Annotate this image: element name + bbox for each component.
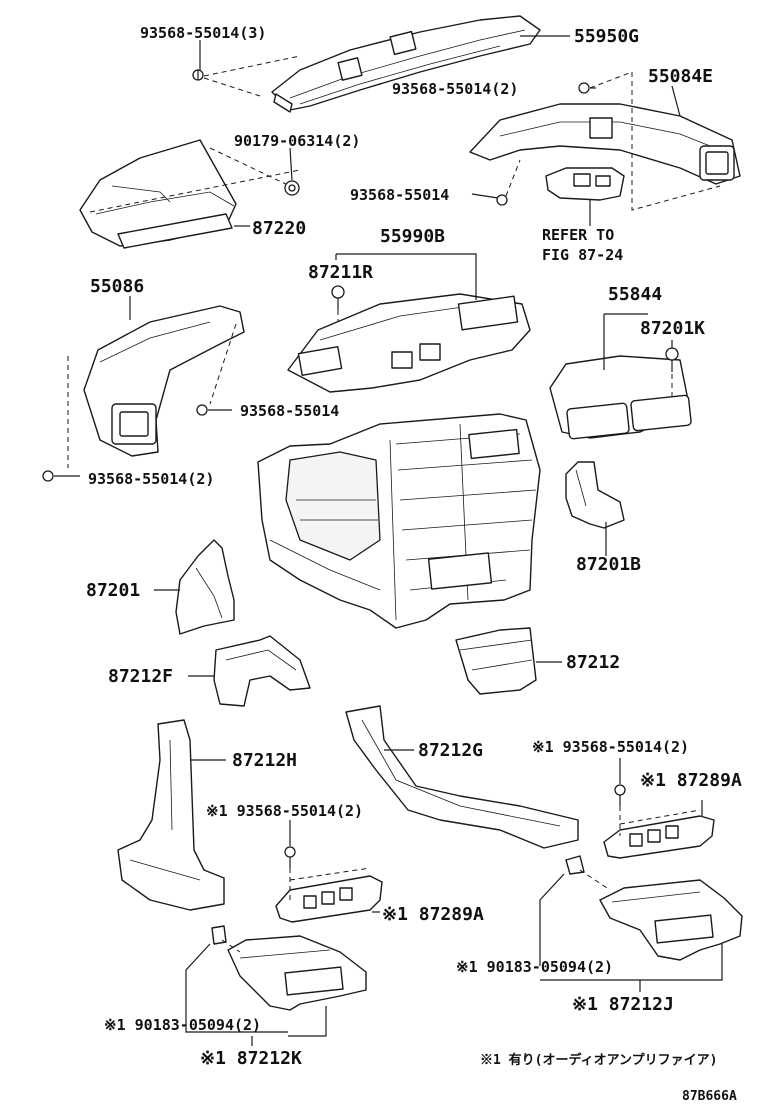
label-55844: 55844 bbox=[608, 284, 662, 305]
label-note-87289a-right: ※1 87289A bbox=[640, 770, 742, 791]
fastener-87201k bbox=[665, 347, 679, 372]
clip-90183-05094-right bbox=[565, 855, 585, 875]
fastener-93568-55014-top-left bbox=[192, 69, 204, 81]
label-90179-06314-2: 90179-06314(2) bbox=[234, 132, 360, 150]
label-55950g: 55950G bbox=[574, 26, 639, 47]
label-87212g: 87212G bbox=[418, 740, 483, 761]
figure-code: 87B666A bbox=[682, 1089, 737, 1104]
fastener-93568-55014-left-lower bbox=[42, 470, 54, 482]
fastener-93568-55014-left-upper bbox=[196, 404, 208, 416]
hvac-unit-drawing bbox=[257, 413, 541, 629]
fastener-90179-06314 bbox=[284, 180, 300, 196]
label-87212: 87212 bbox=[566, 652, 620, 673]
part-55950g-drawing bbox=[271, 15, 541, 113]
label-55990b: 55990B bbox=[380, 226, 445, 247]
label-note-90183-05094-2-right: ※1 90183-05094(2) bbox=[456, 958, 613, 976]
label-87201b: 87201B bbox=[576, 554, 641, 575]
label-note-90183-05094-2-left: ※1 90183-05094(2) bbox=[104, 1016, 261, 1034]
clip-90183-05094-left bbox=[211, 925, 227, 945]
part-87212g-drawing bbox=[345, 705, 579, 849]
part-87212h-drawing bbox=[117, 719, 225, 911]
label-87212f: 87212F bbox=[108, 666, 173, 687]
label-93568-55014-a: 93568-55014 bbox=[350, 186, 449, 204]
label-refer-to-2: FIG 87-24 bbox=[542, 246, 623, 264]
part-87212j-drawing bbox=[599, 879, 743, 961]
part-87201b-drawing bbox=[565, 461, 625, 529]
label-87201k: 87201K bbox=[640, 318, 705, 339]
part-87220-drawing bbox=[79, 139, 237, 249]
label-93568-55014-2-top: 93568-55014(2) bbox=[392, 80, 518, 98]
part-55844-drawing bbox=[549, 355, 692, 440]
label-93568-55014-3: 93568-55014(3) bbox=[140, 24, 266, 42]
part-87289a-right-drawing bbox=[603, 815, 715, 859]
fastener-87211r bbox=[331, 285, 345, 310]
label-note-93568-55014-2-right: ※1 93568-55014(2) bbox=[532, 738, 689, 756]
label-note-93568-55014-2-mid: ※1 93568-55014(2) bbox=[206, 802, 363, 820]
footnote: ※1 有り(オーディオアンプリファイア) bbox=[480, 1052, 718, 1068]
fastener-93568-55014-mid-right bbox=[496, 194, 508, 206]
part-55990b-drawing bbox=[287, 293, 531, 393]
part-55086-drawing bbox=[83, 305, 245, 457]
label-87201: 87201 bbox=[86, 580, 140, 601]
fastener-93568-55014-right-note bbox=[614, 784, 626, 806]
part-87212k-drawing bbox=[227, 935, 367, 1011]
part-87212f-drawing bbox=[213, 635, 311, 707]
label-note-87212k: ※1 87212K bbox=[200, 1048, 302, 1069]
label-refer-to-1: REFER TO bbox=[542, 226, 614, 244]
label-93568-55014-b: 93568-55014 bbox=[240, 402, 339, 420]
part-87289a-mid-drawing bbox=[275, 875, 383, 923]
label-note-87212j: ※1 87212J bbox=[572, 994, 674, 1015]
refer-bracket-drawing bbox=[545, 167, 625, 201]
label-87212h: 87212H bbox=[232, 750, 297, 771]
part-87201-drawing bbox=[175, 539, 235, 635]
label-87211r: 87211R bbox=[308, 262, 373, 283]
label-note-87289a-mid: ※1 87289A bbox=[382, 904, 484, 925]
label-93568-55014-2-left: 93568-55014(2) bbox=[88, 470, 214, 488]
part-55084e-drawing bbox=[469, 103, 741, 185]
label-55086: 55086 bbox=[90, 276, 144, 297]
fastener-93568-55014-top-right bbox=[578, 82, 590, 94]
label-55084e: 55084E bbox=[648, 66, 713, 87]
fastener-93568-55014-mid-note bbox=[284, 846, 296, 868]
label-87220: 87220 bbox=[252, 218, 306, 239]
part-87212-drawing bbox=[455, 627, 537, 695]
